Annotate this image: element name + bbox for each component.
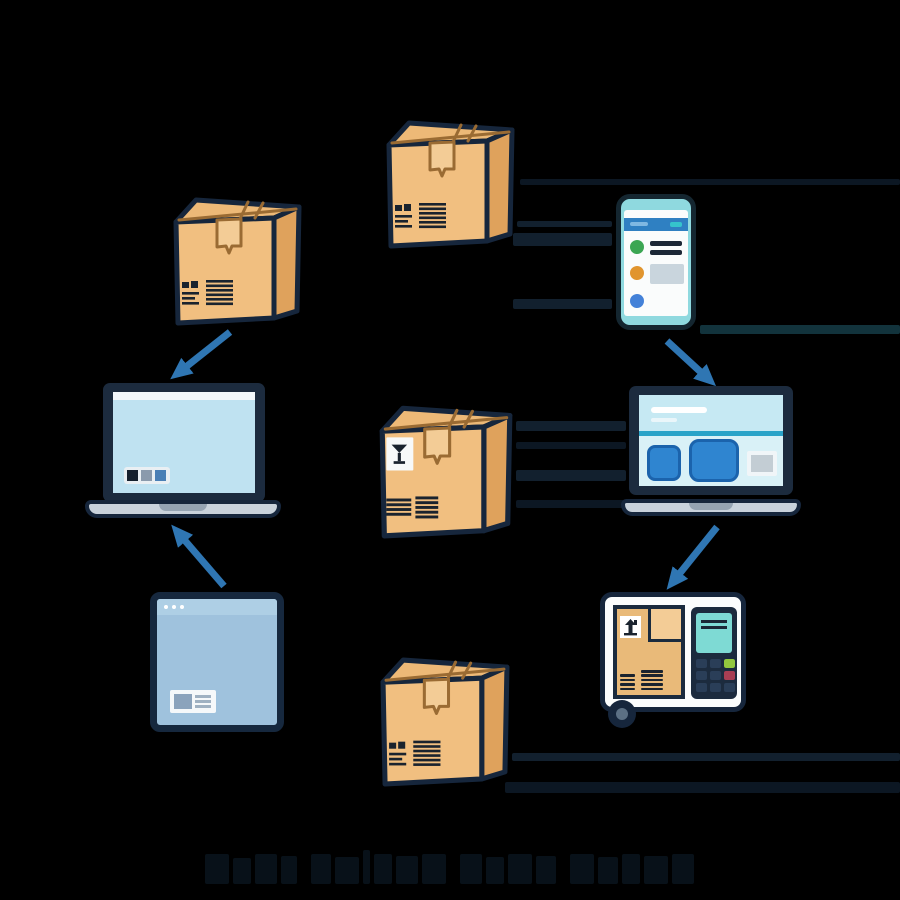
laptop-left	[85, 381, 281, 519]
wheel-hub	[616, 708, 628, 720]
phone-header-bar	[624, 218, 688, 231]
bullet-blue-icon	[630, 294, 644, 308]
connector-line	[512, 753, 900, 761]
keypad-key	[696, 683, 707, 692]
header-pill-teal-icon	[670, 221, 682, 227]
taskbar	[124, 467, 170, 484]
package-terminal-cart	[598, 588, 750, 734]
taskbar-square-dark-icon	[127, 470, 138, 481]
connector-line	[516, 421, 626, 431]
flow-arrow-browser-to-laptop-left	[171, 524, 227, 589]
cart-wheel-icon	[608, 700, 636, 728]
connector-line	[505, 782, 900, 793]
keypad-key	[710, 671, 721, 680]
product-card-gray	[747, 451, 777, 476]
this-side-up-icon	[624, 619, 637, 636]
flow-arrow-laptop-to-cart	[666, 524, 720, 590]
cardboard-box-top	[383, 115, 518, 250]
cardboard-box-center	[376, 400, 516, 540]
cart-package	[613, 605, 685, 699]
titlebar-dot-icon	[180, 605, 184, 609]
keypad-key-green	[722, 657, 737, 670]
content-card	[170, 690, 216, 713]
laptop-screen	[113, 392, 255, 493]
connector-line	[700, 325, 900, 334]
screen-text-line	[701, 620, 727, 623]
laptop-screen-bezel	[103, 383, 265, 502]
keypad-key	[696, 671, 707, 680]
taskbar-square-blue-icon	[155, 470, 166, 481]
flow-arrow-box-to-laptop-left	[170, 329, 233, 380]
storefront-screen	[639, 395, 783, 486]
storefront-hero	[639, 395, 783, 431]
cart-panel	[600, 592, 746, 712]
caption-text	[205, 848, 699, 884]
card-image-placeholder	[174, 694, 192, 709]
screen-text-line	[701, 626, 727, 629]
cardboard-box-bottom	[377, 652, 513, 788]
keypad-key	[696, 659, 707, 668]
connector-line	[516, 500, 626, 508]
browser-titlebar	[157, 599, 277, 615]
browser-window	[150, 592, 284, 732]
connector-line	[516, 442, 626, 449]
barcode-stripes	[386, 496, 439, 519]
list-text-bar	[650, 241, 682, 246]
cardboard-box-left	[170, 192, 305, 327]
payment-terminal	[691, 607, 737, 699]
laptop-base-notch	[159, 504, 207, 511]
package-flap	[648, 609, 681, 642]
keypad-key	[710, 659, 721, 668]
caption-word	[311, 850, 446, 884]
laptop-base-notch	[689, 503, 733, 510]
card-text-line	[195, 705, 211, 708]
laptop-base	[85, 500, 281, 518]
card-text-line	[195, 700, 211, 703]
connector-line	[520, 179, 900, 185]
hero-line	[651, 418, 677, 422]
laptop-base	[621, 499, 801, 516]
laptop-screen-bezel	[629, 386, 793, 495]
hero-line	[651, 407, 707, 413]
card-image-placeholder	[751, 455, 773, 472]
phone-screen	[624, 210, 688, 316]
list-thumbnail	[650, 264, 684, 284]
taskbar-square-gray-icon	[141, 470, 152, 481]
keypad-key	[710, 683, 721, 692]
connector-line	[513, 233, 612, 246]
product-card-blue	[689, 439, 739, 482]
caption-word	[205, 854, 297, 884]
bullet-orange-icon	[630, 266, 644, 280]
terminal-screen	[696, 613, 732, 653]
connector-line	[517, 221, 612, 227]
product-card-blue	[647, 445, 681, 481]
connector-line	[513, 299, 612, 309]
laptop-right	[621, 386, 801, 520]
connector-line	[516, 470, 626, 481]
caption-word	[460, 854, 556, 884]
caption-word	[570, 854, 694, 884]
list-text-bar	[650, 250, 682, 255]
header-pill-light-icon	[630, 222, 648, 226]
barcode-stripes	[620, 674, 635, 690]
keypad-key	[724, 683, 735, 692]
keypad	[696, 657, 737, 692]
card-text-line	[195, 695, 211, 698]
smartphone	[616, 194, 696, 330]
package-label	[620, 616, 641, 638]
fragile-label	[386, 437, 414, 471]
screen-top-strip	[113, 392, 255, 400]
keypad-key-red	[724, 671, 735, 680]
barcode-stripes	[641, 670, 663, 690]
titlebar-dot-icon	[172, 605, 176, 609]
flow-arrow-phone-to-laptop-right	[664, 338, 717, 387]
titlebar-dot-icon	[164, 605, 168, 609]
bullet-green-icon	[630, 240, 644, 254]
section-divider	[639, 431, 783, 436]
